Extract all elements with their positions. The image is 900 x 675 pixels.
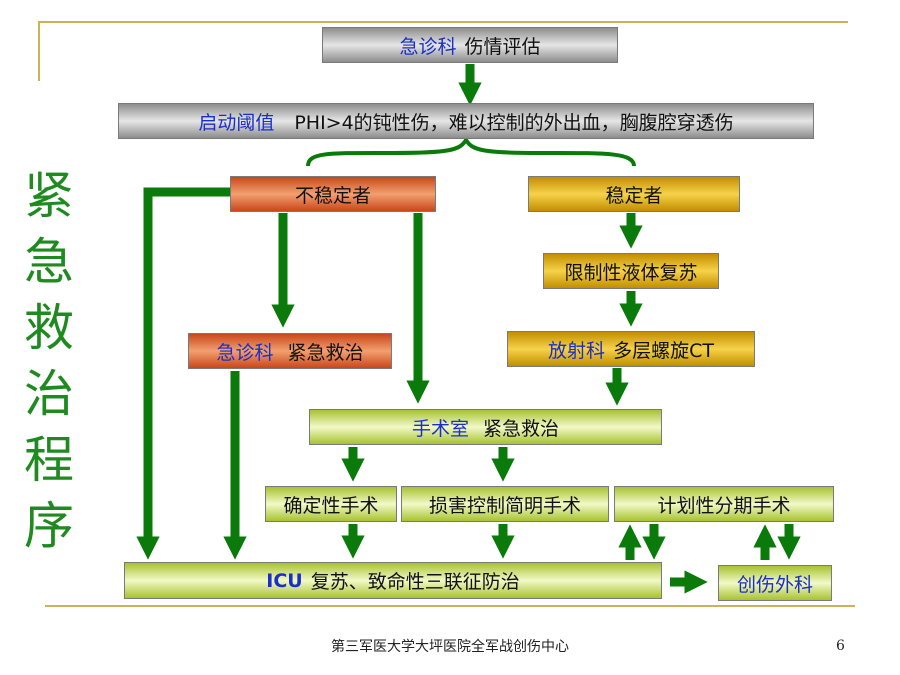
box-trauma-surgery: 创伤外科 [718,565,832,601]
box-text: 限制性液体复苏 [564,261,698,284]
box-text: 稳定者 [605,184,663,207]
box-radiology: 放射科 多层螺旋CT [507,331,755,367]
curly-brace [306,136,636,167]
box-definitive-surgery: 确定性手术 [265,486,397,522]
box-keyword: 急诊科 [216,341,274,364]
box-text: 紧急救治 [483,417,560,440]
box-keyword: ICU [266,569,303,592]
box-text: 确定性手术 [283,494,379,517]
box-er-rescue: 急诊科 紧急救治 [188,333,392,369]
box-keyword: 急诊科 [399,35,457,58]
box-unstable: 不稳定者 [230,176,436,212]
box-text: 不稳定者 [294,184,371,207]
title-char: 急 [24,233,74,291]
title-char: 序 [24,497,74,555]
box-damage-control: 损害控制简明手术 [401,486,609,522]
box-text: 伤情评估 [464,35,541,58]
box-staged-surgery: 计划性分期手术 [614,486,834,522]
footer-text: 第三军医大学大坪医院全军战创伤中心 [331,639,569,655]
title-char: 程 [24,431,74,489]
box-keyword: 放射科 [548,339,606,362]
box-text: 损害控制简明手术 [428,494,581,517]
box-text: 多层螺旋CT [613,339,714,362]
box-icu: ICU 复苏、致命性三联征防治 [124,562,662,599]
box-text: 紧急救治 [287,341,364,364]
vertical-title: 紧 急 救 治 程 序 [18,163,80,559]
title-char: 治 [24,365,74,423]
box-text: 复苏、致命性三联征防治 [310,571,520,593]
box-keyword: 启动阈值 [198,111,275,134]
page-number: 6 [836,638,845,654]
box-stable: 稳定者 [528,176,740,212]
top-rule [38,21,848,23]
bottom-rule [45,605,855,607]
box-fluid-resuscitation: 限制性液体复苏 [543,253,719,289]
box-text: PHI>4的钝性伤，难以控制的外出血，胸腹腔穿透伤 [294,111,734,134]
box-threshold: 启动阈值 PHI>4的钝性伤，难以控制的外出血，胸腹腔穿透伤 [118,103,814,139]
box-keyword: 手术室 [411,417,469,440]
box-text: 创伤外科 [736,573,813,596]
left-rule [38,21,40,81]
title-char: 救 [24,299,74,357]
arrow-unstable-to-icu [136,187,230,560]
box-or-rescue: 手术室 紧急救治 [309,409,662,445]
box-triage: 急诊科 伤情评估 [322,27,618,63]
box-text: 计划性分期手术 [657,494,791,517]
title-char: 紧 [24,167,74,225]
